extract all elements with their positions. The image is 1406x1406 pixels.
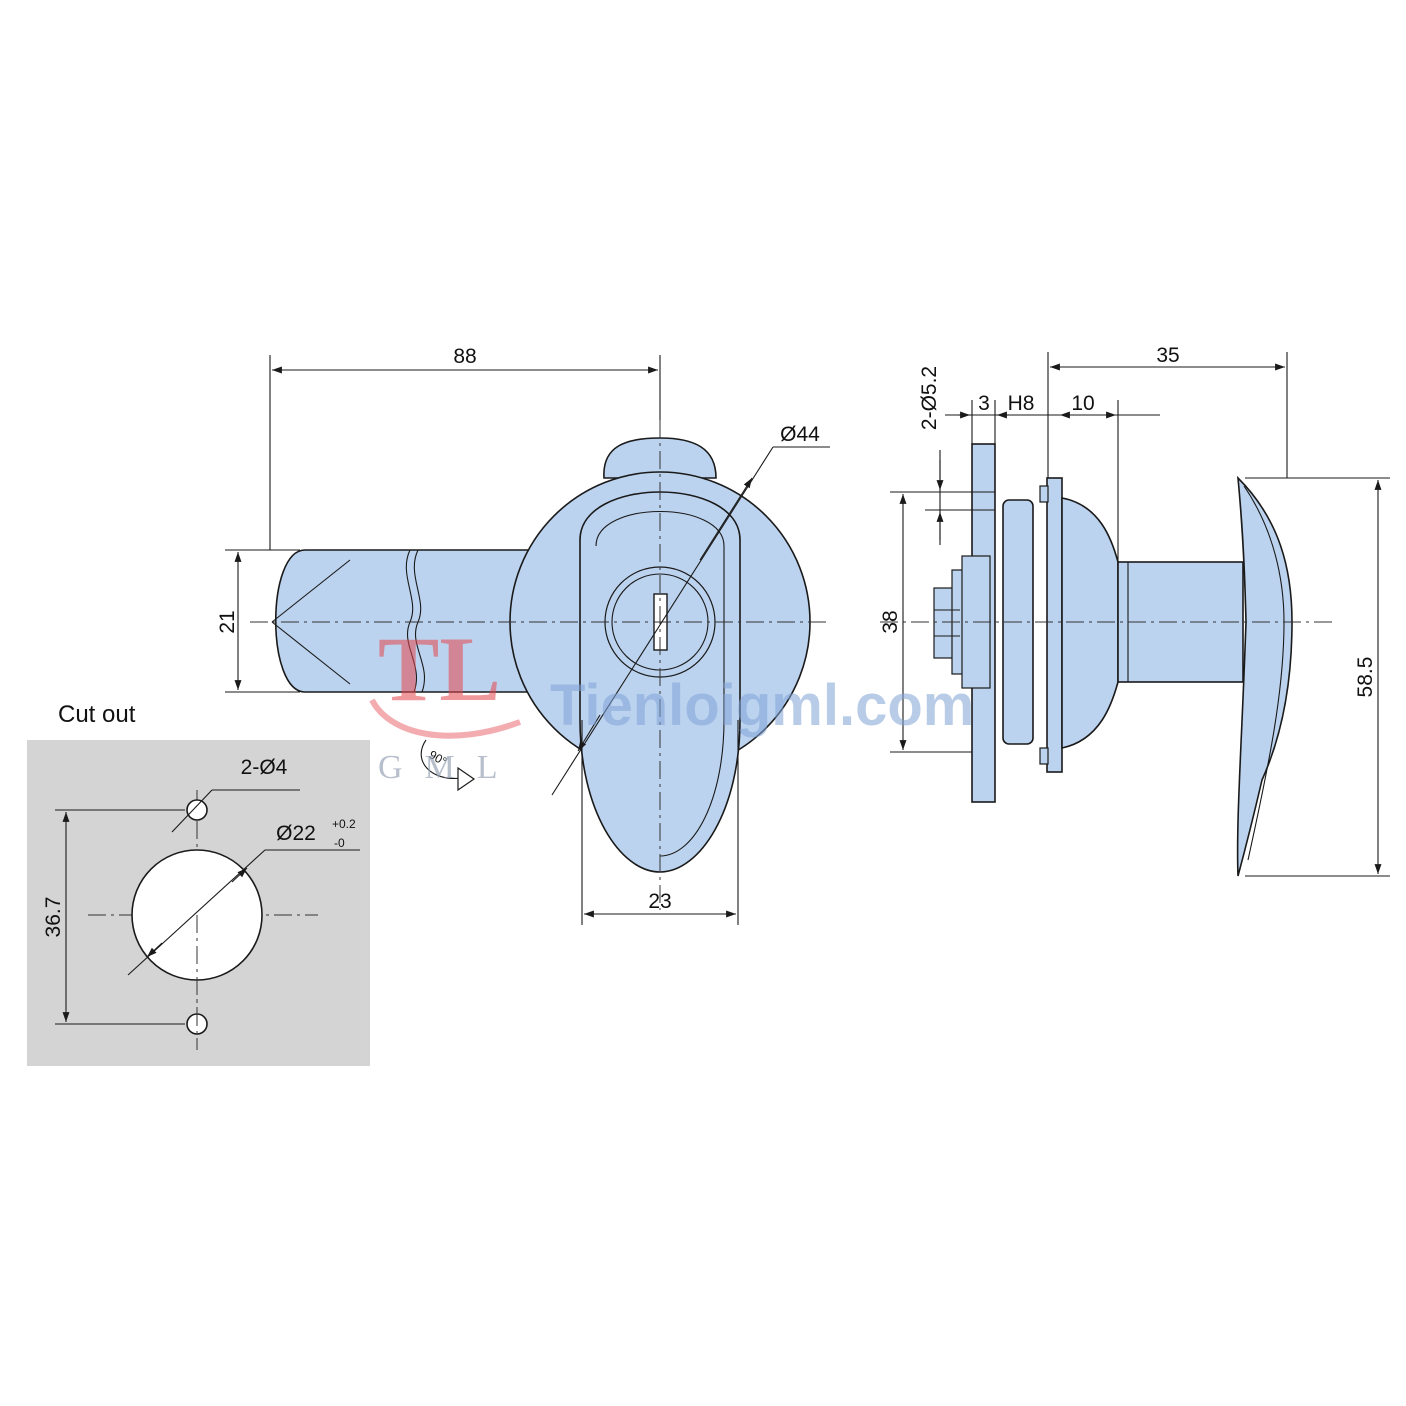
handle-inner-edge [595, 511, 725, 857]
lever-edge-lower [271, 621, 351, 685]
dim-44-arrow-top [699, 477, 753, 561]
dim-h8-text: H8 [1008, 392, 1035, 415]
t-handle-bar [1236, 475, 1293, 877]
dim-10-text: 10 [1071, 392, 1094, 415]
dim-88-text: 88 [453, 345, 476, 368]
rotation-arrow-head [457, 766, 476, 792]
dim-23-text: 23 [648, 890, 671, 913]
watermark-brand: GML [378, 749, 520, 786]
watermark-logo: TL [378, 618, 501, 720]
dim-35-text: 35 [1156, 344, 1179, 367]
dim-21-text: 21 [216, 610, 239, 633]
dim-22-arrow-top [231, 867, 248, 883]
rotation-arrow [420, 739, 463, 779]
dim-22-tol-lower: -0 [334, 836, 345, 850]
dim-585-text: 58.5 [1354, 657, 1377, 698]
watermark: TL GML Tienloigml.com [369, 618, 974, 786]
dim-4-leader [171, 789, 213, 833]
dim-22-arrow-bottom [146, 942, 163, 958]
flange-stud-bottom [1039, 747, 1049, 765]
dim-3-text: 3 [978, 392, 990, 415]
handle-neck-flare [1061, 497, 1119, 749]
dim-38-text: 38 [879, 610, 902, 633]
t-handle-edge [1243, 485, 1285, 861]
dim-367-text: 36.7 [42, 897, 65, 938]
front-view: 88 21 Ø44 23 90° [216, 345, 830, 925]
cutout-title: Cut out [58, 701, 136, 728]
flange [1046, 477, 1063, 773]
side-view: 35 3 H8 10 2-Ø5.2 38 58.5 [879, 344, 1390, 877]
dim-44-leader [551, 446, 774, 796]
cutout-section: Cut out 2-Ø4 Ø22 +0.2 -0 36.7 [27, 701, 370, 1066]
dim-22-text: Ø22 [276, 822, 316, 845]
dim-4-text: 2-Ø4 [241, 756, 288, 779]
watermark-site: Tienloigml.com [550, 673, 974, 738]
watermark-swoosh [369, 698, 522, 739]
dim-44-text: Ø44 [780, 423, 820, 446]
lever-arm [275, 549, 536, 693]
flange-stud-top [1039, 485, 1049, 503]
lever-edge-upper [271, 559, 351, 623]
dim-52-text: 2-Ø5.2 [918, 366, 941, 430]
cutout-hole-top [186, 799, 208, 821]
dim-22-tol-upper: +0.2 [332, 817, 356, 831]
